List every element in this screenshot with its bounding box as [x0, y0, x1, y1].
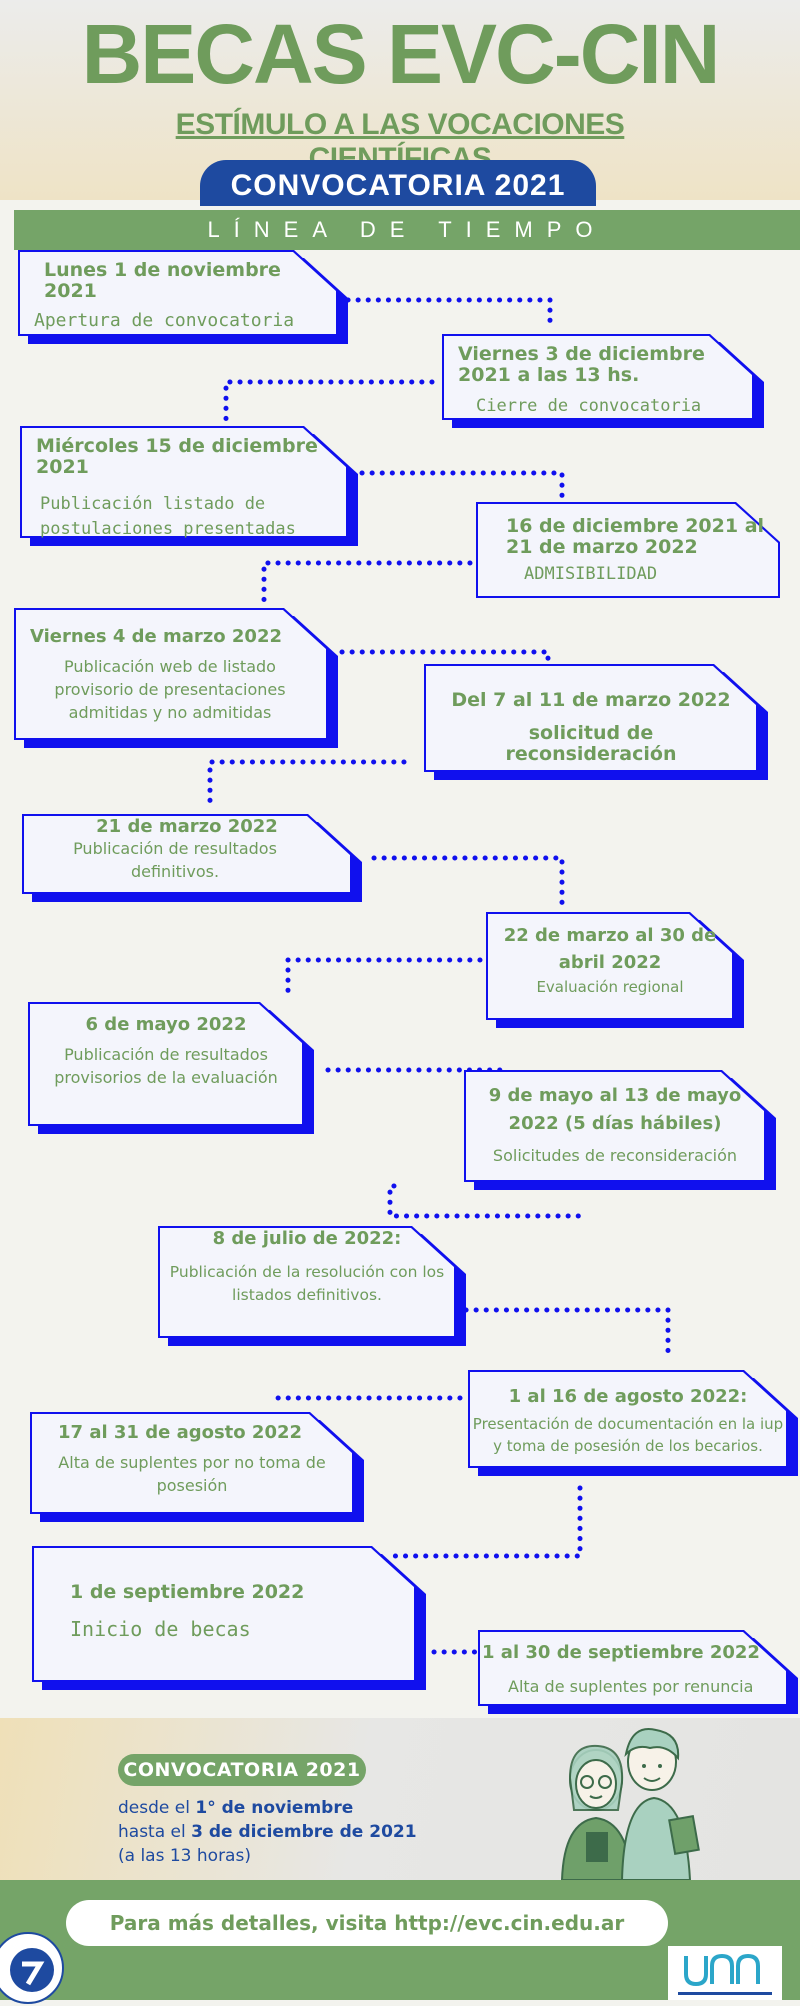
card-desc: Publicación de resultados definitivos. [73, 839, 277, 881]
footer-line-1: desde el 1° de noviembre [118, 1798, 354, 1818]
footer-convocatoria-pill: CONVOCATORIA 2021 [118, 1754, 366, 1786]
card-desc: Inicio de becas [70, 1617, 251, 1641]
card-desc: Alta de suplentes por no toma de posesió… [58, 1453, 326, 1495]
card-date: 16 de diciembre 2021 al 21 de marzo 2022 [506, 515, 765, 558]
university-logo-icon [678, 1953, 772, 1995]
card-date: 8 de julio de 2022: [212, 1228, 402, 1249]
convocatoria-badge: CONVOCATORIA 2021 [200, 160, 596, 206]
card-desc: Cierre de convocatoria [476, 396, 702, 416]
footer-line-2: hasta el 3 de diciembre de 2021 [118, 1822, 417, 1842]
card-date: Miércoles 15 de diciembre 2021 [36, 435, 318, 478]
students-illustration-icon [560, 1728, 700, 1880]
website-link[interactable]: Para más detalles, visita http://evc.cin… [66, 1900, 668, 1946]
card-date: 1 de septiembre 2022 [70, 1581, 305, 1603]
card-date: 6 de mayo 2022 [85, 1014, 247, 1035]
timeline-card: 22 de marzo al 30 de abril 2022 Evaluaci… [486, 912, 734, 1020]
timeline-card: Viernes 4 de marzo 2022 Publicación web … [14, 608, 328, 740]
timeline-card: Miércoles 15 de diciembre 2021 Publicaci… [20, 426, 348, 538]
card-desc: Apertura de convocatoria [34, 310, 295, 331]
footer-link-band: Para más detalles, visita http://evc.cin… [0, 1880, 800, 2000]
card-date: 9 de mayo al 13 de mayo 2022 (5 días háb… [488, 1085, 742, 1134]
card-date: Viernes 4 de marzo 2022 [30, 626, 283, 647]
card-date: 22 de marzo al 30 de abril 2022 [503, 925, 717, 973]
card-date: 17 al 31 de agosto 2022 [58, 1422, 303, 1443]
timeline-card: 1 al 30 de septiembre 2022 Alta de suple… [478, 1630, 788, 1706]
card-desc: ADMISIBILIDAD [524, 564, 658, 584]
humanidades-logo [0, 1932, 64, 2004]
card-date: 21 de marzo 2022 [96, 816, 278, 837]
card-date: Viernes 3 de diciembre 2021 a las 13 hs. [458, 343, 705, 386]
card-date: 1 al 30 de septiembre 2022 [482, 1642, 760, 1663]
footer: CONVOCATORIA 2021 desde el 1° de noviemb… [0, 1718, 800, 2000]
timeline-card: 8 de julio de 2022: Publicación de la re… [158, 1226, 456, 1338]
card-date: 1 al 16 de agosto 2022: [508, 1386, 748, 1407]
card-desc: Presentación de documentación en la iup … [472, 1415, 784, 1455]
card-date: Del 7 al 11 de marzo 2022 [451, 689, 731, 711]
timeline-card: 9 de mayo al 13 de mayo 2022 (5 días háb… [464, 1070, 766, 1182]
card-desc: Alta de suplentes por renuncia [508, 1677, 754, 1696]
card-desc: Publicación de resultados provisorios de… [54, 1045, 278, 1087]
timeline-card: 17 al 31 de agosto 2022 Alta de suplente… [30, 1412, 354, 1514]
timeline-band: LÍNEA DE TIEMPO [14, 210, 800, 250]
timeline-connectors [207, 297, 671, 1655]
card-desc: Publicación listado de postulaciones pre… [40, 494, 296, 539]
timeline-card: 1 de septiembre 2022 Inicio de becas [32, 1546, 416, 1682]
card-desc: solicitud de reconsideración [505, 722, 677, 765]
card-desc: Publicación web de listado provisorio de… [54, 657, 286, 722]
timeline-card: 21 de marzo 2022 Publicación de resultad… [22, 814, 352, 894]
page-title: BECAS EVC-CIN [81, 7, 721, 101]
unam-logo [668, 1946, 782, 2000]
timeline-card: 1 al 16 de agosto 2022: Presentación de … [468, 1370, 788, 1468]
card-desc: Solicitudes de reconsideración [492, 1146, 738, 1165]
timeline-card: Viernes 3 de diciembre 2021 a las 13 hs.… [442, 334, 754, 420]
card-desc: Evaluación regional [536, 978, 684, 996]
timeline-card: Del 7 al 11 de marzo 2022 solicitud de r… [424, 664, 758, 772]
faculty-seal-icon [10, 1948, 54, 1992]
timeline-card: 16 de diciembre 2021 al 21 de marzo 2022… [476, 502, 780, 598]
header: BECAS EVC-CIN ESTÍMULO A LAS VOCACIONES … [0, 0, 800, 206]
footer-line-3: (a las 13 horas) [118, 1846, 251, 1866]
card-desc: Publicación de la resolución con los lis… [169, 1263, 445, 1304]
timeline-card: Lunes 1 de noviembre 2021 Apertura de co… [18, 250, 338, 336]
card-date: Lunes 1 de noviembre 2021 [44, 259, 281, 302]
timeline-card: 6 de mayo 2022 Publicación de resultados… [28, 1002, 304, 1126]
